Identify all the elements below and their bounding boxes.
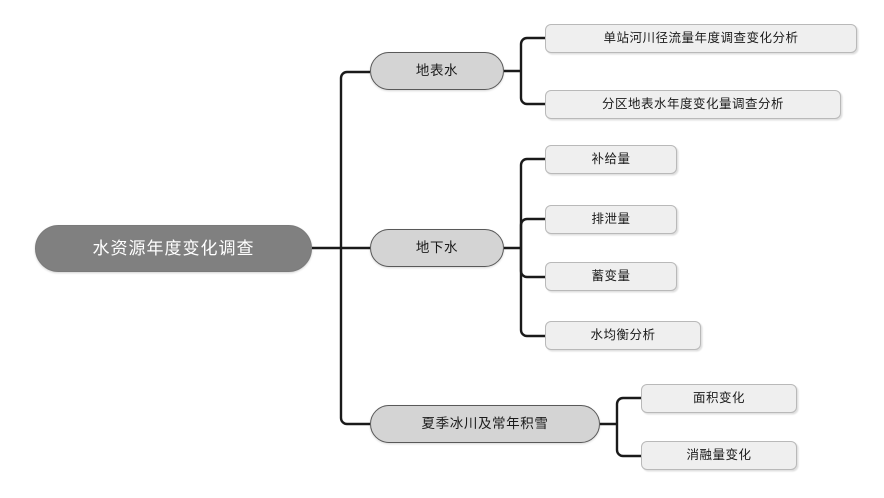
- wire-ground-child-3: [519, 248, 545, 279]
- wire-ground-child-4: [519, 248, 545, 338]
- branch-node-groundwater[interactable]: 地下水: [370, 229, 504, 267]
- leaf-node-area-change[interactable]: 面积变化: [641, 384, 797, 413]
- wire-ground-child-2: [519, 217, 545, 248]
- wire-ground-child-1: [519, 157, 545, 248]
- branch-node-glacier-snow-label: 夏季冰川及常年积雪: [421, 416, 549, 432]
- root-node[interactable]: 水资源年度变化调查: [35, 225, 312, 272]
- wire-surface-child-2: [519, 71, 545, 106]
- leaf-node-surface-station-runoff[interactable]: 单站河川径流量年度调查变化分析: [545, 24, 857, 53]
- branch-node-surface-water[interactable]: 地表水: [370, 52, 504, 90]
- leaf-node-ablation-change-label: 消融量变化: [686, 448, 752, 463]
- branch-node-groundwater-label: 地下水: [415, 240, 459, 256]
- leaf-node-surface-zonal-change-label: 分区地表水年度变化量调查分析: [601, 97, 784, 112]
- wire-trunk-glacier: [339, 248, 370, 426]
- wire-trunk-surface: [339, 70, 370, 248]
- leaf-node-surface-zonal-change[interactable]: 分区地表水年度变化量调查分析: [545, 90, 841, 119]
- leaf-node-recharge-label: 补给量: [591, 152, 631, 167]
- leaf-node-discharge-label: 排泄量: [591, 212, 631, 227]
- leaf-node-storage-change[interactable]: 蓄变量: [545, 262, 677, 291]
- root-node-label: 水资源年度变化调查: [92, 239, 255, 258]
- leaf-node-ablation-change[interactable]: 消融量变化: [641, 441, 797, 470]
- leaf-node-recharge[interactable]: 补给量: [545, 145, 677, 174]
- leaf-node-area-change-label: 面积变化: [692, 391, 745, 406]
- branch-node-glacier-snow[interactable]: 夏季冰川及常年积雪: [370, 405, 600, 443]
- leaf-node-storage-change-label: 蓄变量: [591, 269, 631, 284]
- leaf-node-discharge[interactable]: 排泄量: [545, 205, 677, 234]
- leaf-node-surface-station-runoff-label: 单站河川径流量年度调查变化分析: [603, 31, 799, 46]
- branch-node-surface-water-label: 地表水: [415, 63, 459, 79]
- wire-glacier-child-1: [615, 396, 641, 424]
- leaf-node-water-balance-analysis-label: 水均衡分析: [590, 328, 656, 343]
- wire-glacier-child-2: [615, 424, 641, 458]
- wire-surface-child-1: [519, 36, 545, 71]
- leaf-node-water-balance-analysis[interactable]: 水均衡分析: [545, 321, 701, 350]
